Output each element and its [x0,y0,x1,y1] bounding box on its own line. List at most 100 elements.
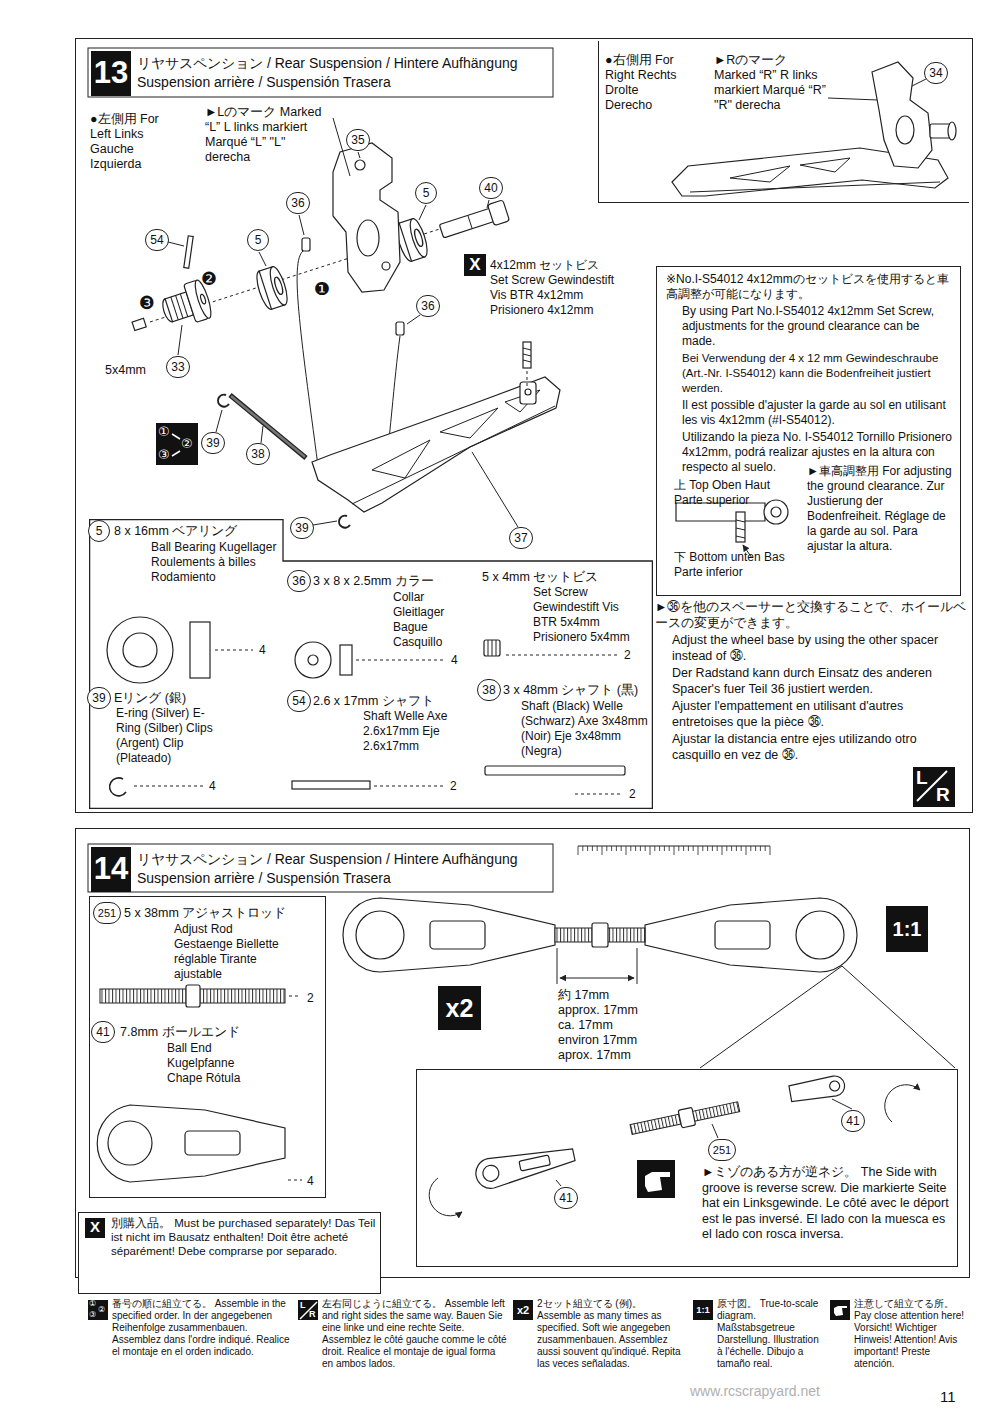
callout-number: 39 [290,517,313,539]
height-set-screw [523,342,531,388]
scale-ruler [683,846,684,851]
axle [438,200,509,242]
icon-text: 1:1 [693,1303,713,1317]
scale-ruler [717,846,718,851]
scale-ruler [770,846,771,855]
callout-number: 36 [416,295,439,317]
part-name: 5 x 4mm セットビス [482,569,598,585]
part-translation: Collar Gleitlager Bague Casquillo [393,590,457,650]
ball-bearing [273,276,284,295]
step-number: 13 [91,54,131,92]
part-translation: E-ring (Silver) E-Ring (Silber) Clips (A… [116,706,221,766]
left-right-icon: LR [913,767,955,807]
attention-icon [637,1160,675,1198]
leader-line [828,98,878,100]
axle [488,200,510,226]
step-panel: 142515 x 38mm アジャストロッドAdjust Rod Gestaen… [75,828,970,1278]
height-set-screw [523,360,531,362]
suspension-arm [352,406,555,504]
callout-number: 41 [841,1110,864,1132]
right-side-arm [730,158,850,182]
quantity: 4 [451,653,458,668]
callout-number: 36 [287,570,310,592]
scale-ruler [640,846,641,851]
exploded-assembly [829,1080,841,1092]
callout-number: 39 [87,687,110,709]
scale-ruler [712,846,713,851]
scale-ruler [630,846,631,851]
parts-picture [185,1131,240,1155]
part-name: 7.8mm ボールエンド [120,1024,240,1040]
callout-number: 39 [201,432,224,454]
icon-letter: R [309,1309,316,1319]
legend-icon [830,1300,850,1320]
suspension-arm [520,382,536,404]
right-side-arm [672,62,956,196]
scale-ruler [611,846,612,851]
e-ring [218,395,229,407]
step-header-frame [88,844,553,892]
scale-ruler [626,846,627,855]
scale-icon: 1:1 [886,906,928,952]
scale-ruler [755,846,756,851]
direction-label: 下 Bottom unten Bas Parte inferior [674,550,799,580]
adjust-rod-full-size [796,911,844,959]
note-text: ※No.I-S54012 4x12mmのセットビスを使用すると車高調整が可能にな… [666,272,956,302]
axle [439,208,496,238]
mark-label: ►Lのマーク Marked “L” L links markiert Marqu… [205,105,325,165]
note-box: X別購入品。 Must be purchased separately! Das… [78,1212,381,1294]
quantity: 4 [307,1174,314,1189]
scale-ruler [621,846,622,851]
height-adjust-sketch [676,500,788,558]
parts-list-box: 2515 x 38mm アジャストロッドAdjust Rod Gestaenge… [89,896,326,1198]
height-adjust-sketch [736,512,745,542]
part-translation: Set Screw Gewindestift Vis BTR 5x4mm Pri… [533,585,645,645]
scale-ruler [578,846,770,855]
detail-box: ►ミゾのある方が逆ネジ。 The Side with groove is rev… [416,1069,958,1267]
parts-picture [295,642,331,678]
callout-number: 5 [415,182,437,204]
adjust-rod-full-size [715,921,770,949]
note-text: ►ミゾのある方が逆ネジ。 The Side with groove is rev… [702,1165,954,1243]
scale-ruler [750,846,751,851]
note-text: ►㊱を他のスペーサーと交換することで、ホイールベースの変更ができます。 [655,600,967,631]
adjust-rod-full-size [343,898,555,972]
scale-ruler [722,846,723,855]
collar [302,238,310,251]
part-label: 4x12mm セットビス Set Screw Gewindestift Vis … [490,258,615,318]
legend-text: 左右同じように組立てる。 Assemble left and right sid… [322,1298,507,1370]
icon-number: ① [158,424,170,440]
e-ring [218,395,350,528]
height-set-screw [523,342,531,368]
note-text: Adjust the wheel base by using the other… [672,633,964,664]
icon-number: ② [98,1305,105,1314]
callout-number: 36 [286,192,309,214]
pin [184,236,193,268]
part-translation: Ball End Kugelpfanne Chape Rótula [167,1041,247,1086]
scale-ruler [688,846,689,851]
scale-ruler [587,846,588,851]
quantity: 4 [259,643,266,658]
callout-number: 38 [477,679,500,701]
exploded-assembly [473,1141,577,1191]
parts-picture [134,786,203,787]
suspension-arm [312,377,560,512]
mark-label: ►Rのマーク Marked “R” R links markiert Marqu… [714,53,826,113]
note-text: Il est possible d'ajuster la garde au so… [682,398,954,428]
right-side-arm [690,182,940,192]
right-side-inset: ●右側用 For Right Rechts Drolte Derecho►Rのマ… [598,41,969,203]
scale-ruler [602,846,603,855]
ball-bearing [253,265,290,311]
dimension: 約 17mm approx. 17mm ca. 17mm environ 17m… [558,988,650,1063]
callout-number: 41 [554,1187,577,1209]
leader-line [168,79,926,527]
callout-number: 38 [246,443,269,465]
height-adjust-sketch [736,536,745,538]
step-mark: ❶ [314,278,330,300]
callout-number: 33 [166,356,189,378]
scale-ruler [645,846,646,851]
scale-ruler [702,846,703,851]
leader-line [333,118,350,176]
icon-letter: R [936,784,950,806]
